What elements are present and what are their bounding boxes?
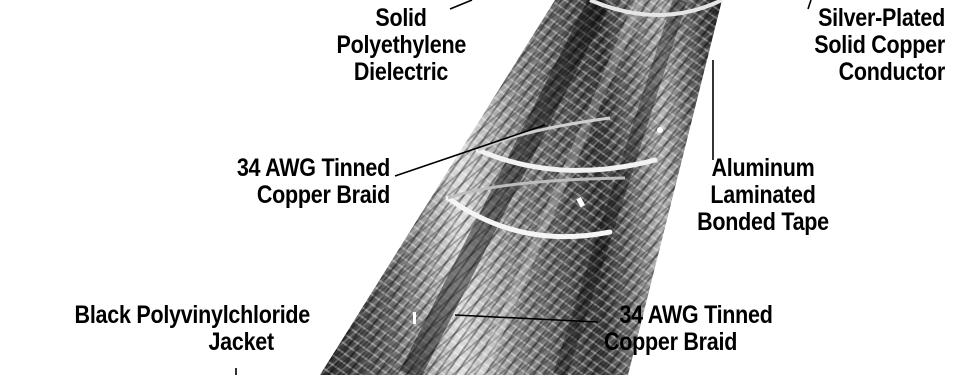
- callout-tape: Aluminum Laminated Bonded Tape: [694, 155, 832, 236]
- callout-conductor: Silver-Plated Solid Copper Conductor: [773, 5, 945, 86]
- callout-inner-braid: 34 AWG Tinned Copper Braid: [218, 155, 390, 209]
- callout-dielectric: Solid Polyethylene Dielectric: [337, 5, 466, 86]
- callout-jacket: Black Polyvinylchloride Jacket: [52, 302, 310, 356]
- callout-outer-braid: 34 AWG Tinned Copper Braid: [604, 302, 793, 356]
